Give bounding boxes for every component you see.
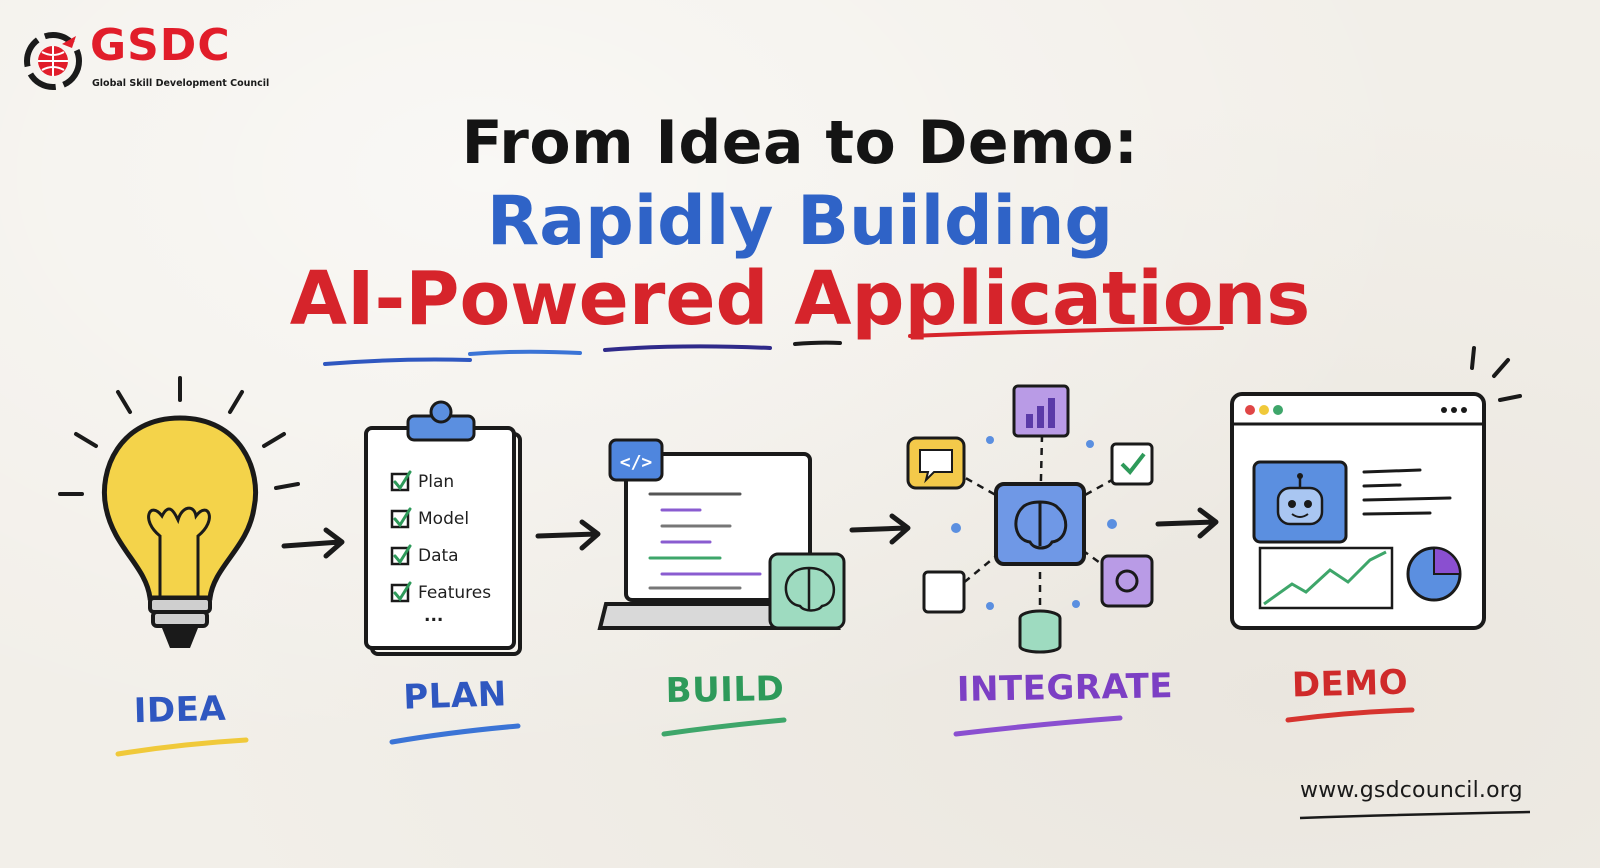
arrow-4 (1155, 507, 1219, 539)
demo-window-icon (1230, 346, 1522, 630)
website-underline (1299, 810, 1531, 820)
website-link[interactable]: www.gsdcouncil.org (1300, 778, 1523, 803)
stage-label-plan: PLAN (402, 674, 508, 718)
lightbulb-icon (58, 376, 300, 648)
checklist-item-data: Data (418, 546, 459, 566)
underline-integrate (953, 715, 1123, 737)
checklist-item-model: Model (418, 509, 470, 529)
underline-plan (389, 723, 521, 745)
stage-label-demo: DEMO (1291, 662, 1409, 706)
clipboard-icon (364, 400, 522, 656)
stage-label-integrate: INTEGRATE (956, 666, 1174, 710)
underline-demo (1285, 707, 1415, 723)
checklist-item-features: Features (418, 583, 492, 603)
arrow-1 (281, 527, 345, 559)
logo-name: GSDC (90, 20, 231, 71)
checklist-more: ... (424, 606, 444, 626)
underline-idea (115, 737, 249, 757)
arrow-3 (849, 513, 911, 545)
code-icon: </> (620, 452, 653, 473)
globe-icon (24, 32, 82, 90)
title-underlines (323, 326, 1224, 366)
stage-label-idea: IDEA (133, 688, 227, 732)
title-line-1: From Idea to Demo: (461, 108, 1139, 178)
logo-subtitle: Global Skill Development Council (92, 78, 270, 89)
laptop-icon (597, 438, 846, 630)
underline-build (661, 717, 787, 737)
title-line-2: Rapidly Building (486, 182, 1114, 261)
arrow-2 (535, 519, 601, 551)
stage-label-build: BUILD (665, 668, 785, 712)
checklist-item-plan: Plan (418, 472, 455, 492)
integration-hub-icon (906, 384, 1154, 654)
gsdc-logo: GSDC Global Skill Development Council (22, 20, 269, 96)
